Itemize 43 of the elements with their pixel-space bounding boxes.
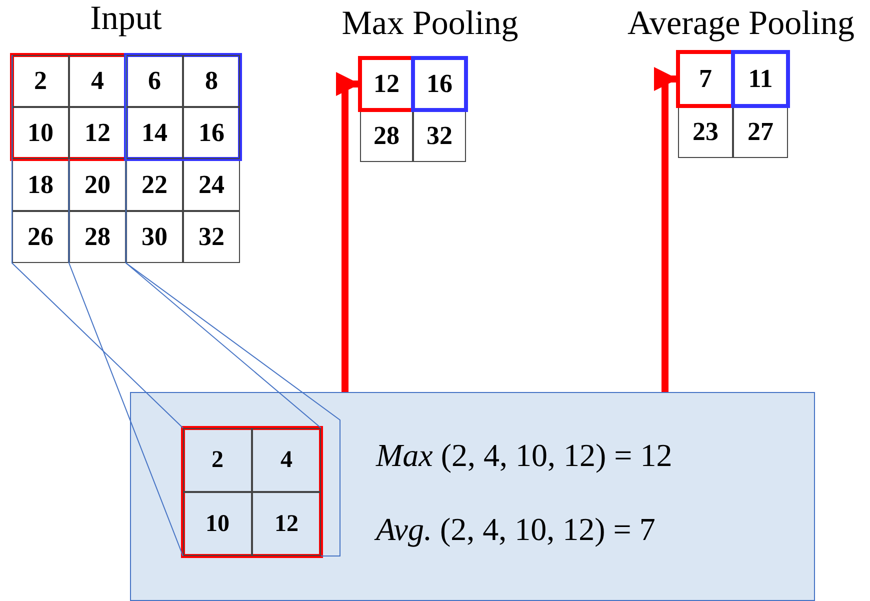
grid-cell: 8 <box>183 55 240 107</box>
grid-cell: 4 <box>252 428 321 492</box>
grid-title: Average Pooling <box>628 5 854 43</box>
grid-cell: 14 <box>126 107 183 159</box>
grid-cell: 18 <box>12 159 69 211</box>
grid-cell: 28 <box>69 211 126 263</box>
arrow <box>336 72 360 392</box>
grid-cell: 30 <box>126 211 183 263</box>
projection-line <box>126 158 340 556</box>
pooling-window <box>12 55 126 159</box>
grid-cell: 6 <box>126 55 183 107</box>
grid-cell: 2 <box>12 55 69 107</box>
grid-cell: 12 <box>69 107 126 159</box>
calculation-panel <box>130 392 815 601</box>
grid-cell: 22 <box>126 159 183 211</box>
grid-cell: 20 <box>69 159 126 211</box>
formula-text: Max (2, 4, 10, 12) = 12 <box>376 437 672 474</box>
grid-cell: 16 <box>183 107 240 159</box>
grid-cell: 27 <box>733 106 788 158</box>
pooling-window <box>126 55 240 159</box>
grid-cell: 12 <box>360 58 413 110</box>
pooling-window <box>183 428 321 556</box>
grid-cell: 23 <box>678 106 733 158</box>
grid-cell: 26 <box>12 211 69 263</box>
grid-cell: 11 <box>733 52 788 106</box>
grid-cell: 32 <box>183 211 240 263</box>
grid-cell: 28 <box>360 110 413 162</box>
grid-cell: 2 <box>183 428 252 492</box>
grid-cell: 10 <box>12 107 69 159</box>
formula-text: Avg. (2, 4, 10, 12) = 7 <box>376 511 656 548</box>
grid-cell: 4 <box>69 55 126 107</box>
projection-line <box>68 158 184 556</box>
grid-cell: 10 <box>183 492 252 556</box>
grid-cell: 16 <box>413 58 466 110</box>
grid-cell: 32 <box>413 110 466 162</box>
grid-title: Input <box>90 0 162 38</box>
arrow <box>654 67 678 392</box>
projection-line <box>126 54 322 428</box>
grid-cell: 7 <box>678 52 733 106</box>
grid-cell: 12 <box>252 492 321 556</box>
projection-line <box>12 54 184 428</box>
grid-title: Max Pooling <box>342 5 518 43</box>
grid-cell: 24 <box>183 159 240 211</box>
